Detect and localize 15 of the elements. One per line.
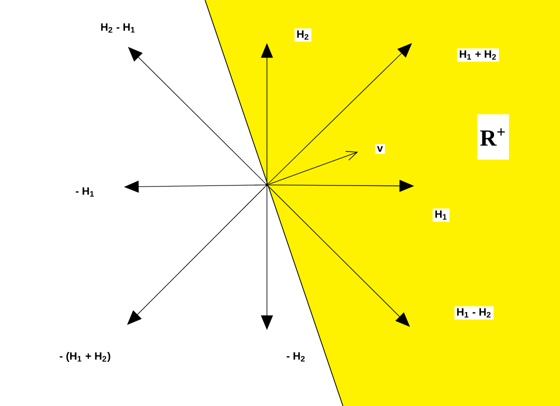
vector-label: v	[375, 144, 385, 154]
arrow	[268, 43, 412, 184]
vector-label: H$_{1}$	[432, 208, 450, 222]
vector-label: H$_{2}$	[294, 28, 312, 42]
vector-label: H$_{2}$ - H$_{1}$	[98, 21, 138, 35]
vector-label: H$_{1}$ + H$_{2}$	[457, 48, 499, 62]
vector-label: - H$_{2}$	[284, 350, 308, 364]
origin-point	[265, 183, 269, 187]
vector-label: H$_{1}$ - H$_{2}$	[454, 306, 494, 320]
arrow	[127, 186, 266, 325]
vector-label: - (H$_{1}$ + H$_{2}$)	[57, 350, 113, 364]
arrow	[268, 186, 410, 327]
arrow	[268, 151, 358, 185]
region-label: R$^{+}$	[477, 114, 509, 160]
vector-label: - H$_{1}$	[73, 185, 97, 199]
